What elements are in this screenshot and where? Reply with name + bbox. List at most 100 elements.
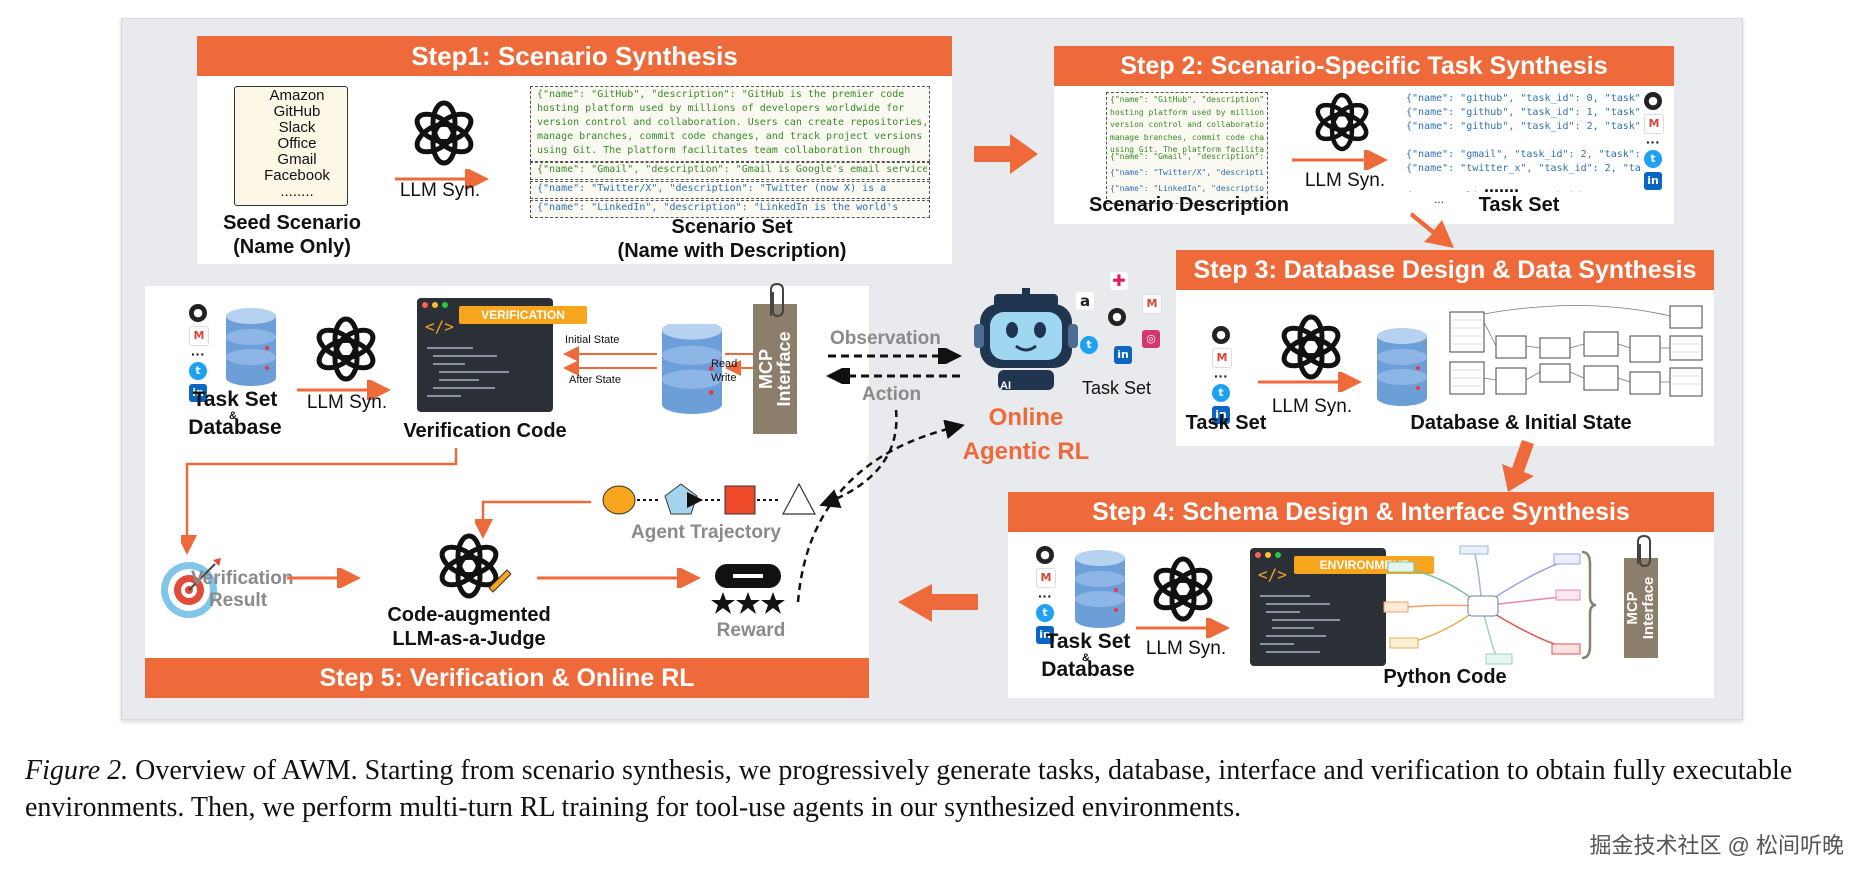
gmail-icon: M xyxy=(1142,294,1162,314)
scenario-code-row xyxy=(530,181,930,199)
step2-panel: Step 2: Scenario-Specific Task Synthesis… xyxy=(1054,46,1674,224)
arrow-right-icon xyxy=(287,568,361,588)
service-icons: ● M ··· t in xyxy=(1036,546,1056,648)
twitter-icon: t xyxy=(1080,336,1098,354)
more-dots-icon: ··· xyxy=(1214,368,1228,384)
linkedin-icon: in xyxy=(1114,346,1132,364)
github-icon: ● xyxy=(1212,326,1230,344)
mindmap-diagram xyxy=(1383,545,1581,665)
linkedin-icon: in xyxy=(1644,172,1662,190)
mcp-interface-block: MCP Interface xyxy=(1624,558,1658,658)
python-code-label: Python Code xyxy=(1383,666,1507,688)
seed-name: Amazon xyxy=(269,87,325,104)
flow-arrow-icon xyxy=(1410,212,1454,248)
llm-syn-label: LLM Syn. xyxy=(1304,170,1386,191)
observation-arrow-icon xyxy=(828,348,962,364)
desc-code: {"name": "GitHub", "description": "Git h… xyxy=(1110,95,1264,154)
gmail-icon: M xyxy=(1036,568,1056,588)
read-label: Read xyxy=(711,358,738,370)
write-label: Write xyxy=(711,372,737,384)
paperclip-icon xyxy=(1637,534,1651,568)
verification-result-sublabel: Result xyxy=(208,590,268,611)
center-service-icons: ✚ a M ● ◎ t in xyxy=(1070,272,1170,372)
figure-caption: Figure 2. Overview of AWM. Starting from… xyxy=(25,752,1865,826)
robot-ai-tag: AI xyxy=(1000,380,1011,392)
ampersand: & xyxy=(229,410,237,422)
step5-panel: Step 5: Verification & Online RL ● M ···… xyxy=(145,282,869,698)
openai-logo-icon xyxy=(311,314,381,384)
task-set-label: Task Set xyxy=(1478,194,1560,216)
code-lines-icon: </> xyxy=(422,302,509,397)
openai-logo-icon xyxy=(435,530,511,606)
llm-syn-label: LLM Syn. xyxy=(399,180,481,201)
task-dots: ....... xyxy=(1484,176,1520,196)
github-icon: ● xyxy=(189,304,207,322)
seed-scenario-label: Seed Scenario xyxy=(223,212,361,234)
flow-arrow-icon xyxy=(898,584,978,622)
scenario-code-row xyxy=(530,162,930,180)
seed-name: Gmail xyxy=(277,151,317,168)
gmail-icon: M xyxy=(189,326,209,346)
seed-notepad xyxy=(234,86,348,206)
scenario-code-twitter: {"name": "Twitter/X", "description": "Tw… xyxy=(537,183,887,194)
arrow-right-icon xyxy=(537,568,701,588)
twitter-icon: t xyxy=(1644,150,1662,168)
openai-logo-icon xyxy=(1148,554,1218,624)
arrow-right-icon xyxy=(297,380,391,400)
online-rl-label: Online xyxy=(988,404,1064,431)
connector-arrow-icon xyxy=(181,448,458,555)
desc-code-linkedin: {"name": "LinkedIn", "description": "Li xyxy=(1110,184,1264,193)
mcp-interface-label: MCP Interface xyxy=(1624,576,1657,640)
llm-syn-label: LLM Syn. xyxy=(1271,396,1353,417)
task-set-label: Task Set xyxy=(1045,630,1131,653)
step3-title: Step 3: Database Design & Data Synthesis xyxy=(1176,250,1714,290)
scenario-set-sublabel: (Name with Description) xyxy=(617,240,847,262)
verification-tag: VERIFICATION xyxy=(459,306,587,324)
gmail-icon: M xyxy=(1212,348,1232,368)
judge-sublabel: LLM-as-a-Judge xyxy=(392,628,546,650)
code-lines-icon: </> xyxy=(1255,552,1340,653)
desc-code-twitter: {"name": "Twitter/X", "description": xyxy=(1110,168,1264,177)
service-icons: ● M ··· t in xyxy=(189,304,209,406)
desc-code-gmail: {"name": "Gmail", "description": "Gmai xyxy=(1110,152,1264,161)
scenario-code-block xyxy=(530,86,930,162)
verification-result-label: Verification xyxy=(191,568,294,589)
center-task-set-label: Task Set xyxy=(1082,378,1152,398)
action-label: Action xyxy=(862,384,922,405)
dashed-curve-arrow xyxy=(796,420,965,603)
reward-icon xyxy=(711,564,785,614)
target-icon xyxy=(161,558,221,618)
mcp-interface-label: MCP Interface xyxy=(756,331,794,407)
linkedin-icon: in xyxy=(189,384,207,402)
github-icon: ● xyxy=(1108,308,1126,326)
online-rl-sublabel: Agentic RL xyxy=(962,438,1090,465)
svg-text:</>: </> xyxy=(425,317,454,336)
initial-state-label: Initial State xyxy=(565,334,620,346)
service-icons: ● M ··· t in xyxy=(1212,326,1232,428)
ampersand: & xyxy=(1082,652,1090,664)
after-state-label: After State xyxy=(569,374,621,386)
step5-title: Step 5: Verification & Online RL xyxy=(145,658,869,698)
dashed-curve-arrow xyxy=(819,409,898,508)
arrow-right-icon xyxy=(395,169,489,189)
scenario-set-label: Scenario Set xyxy=(671,216,793,238)
connector-arrow-icon xyxy=(475,500,591,539)
flow-arrow-icon xyxy=(974,134,1038,174)
scenario-code-gmail: {"name": "Gmail", "description": "Gmail … xyxy=(537,164,927,175)
caption-lead: Figure 2. xyxy=(25,755,129,786)
step3-panel: Step 3: Database Design & Data Synthesis… xyxy=(1176,250,1714,446)
arrow-right-icon xyxy=(1292,150,1388,170)
bracket-icon xyxy=(1581,550,1597,660)
gmail-icon: M xyxy=(1644,114,1664,134)
database-icon xyxy=(1075,550,1125,628)
linkedin-icon: in xyxy=(1036,626,1054,644)
reward-label: Reward xyxy=(716,620,786,641)
database-initial-state-label: Database & Initial State xyxy=(1410,412,1632,434)
step2-title: Step 2: Scenario-Specific Task Synthesis xyxy=(1054,46,1674,86)
database-label: Database xyxy=(1041,658,1135,681)
seed-name: Slack xyxy=(278,119,316,136)
er-schema-diagram xyxy=(1449,305,1703,397)
llm-syn-label: LLM Syn. xyxy=(1145,638,1227,659)
scenario-code-linkedin: {"name": "LinkedIn", "description": "Lin… xyxy=(537,202,899,213)
scenario-code-github: {"name": "GitHub", "description": "GitHu… xyxy=(537,89,927,156)
